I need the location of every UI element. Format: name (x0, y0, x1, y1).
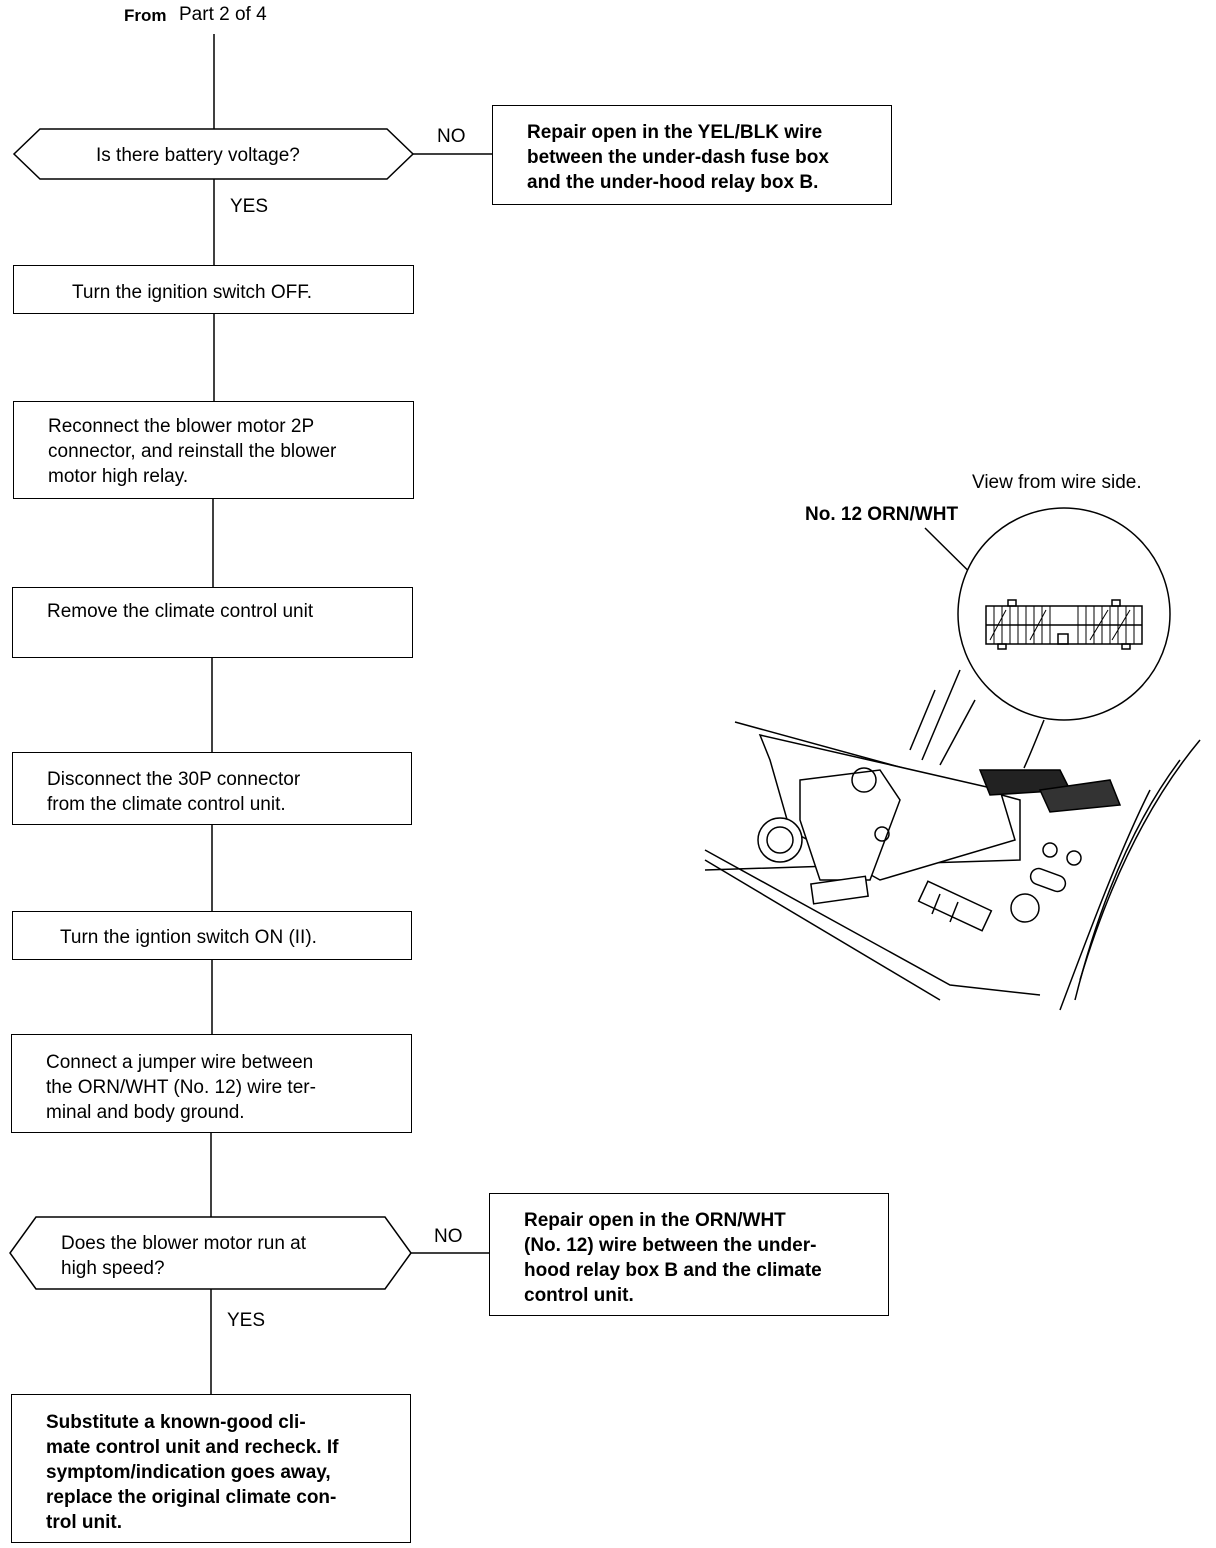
step-box-5: Turn the igntion switch ON (II). (12, 911, 412, 960)
step-box-1: Turn the ignition switch OFF. (13, 265, 414, 314)
no-label-1: NO (437, 126, 466, 147)
step-text-4: Disconnect the 30P connector from the cl… (47, 769, 301, 815)
view-label: View from wire side. (972, 472, 1142, 493)
yes-label-2: YES (227, 1310, 266, 1331)
from-label: From (124, 6, 167, 25)
step-text-5: Turn the igntion switch ON (II). (60, 927, 317, 948)
decision-2-text: Does the blower motor run at high speed? (61, 1233, 307, 1279)
decision-1-text: Is there battery voltage? (96, 145, 300, 166)
step-text-1: Turn the ignition switch OFF. (72, 282, 313, 303)
terminal-label: No. 12 ORN/WHT (805, 504, 959, 525)
step-text-6: Connect a jumper wire between the ORN/WH… (46, 1052, 316, 1123)
step-box-4: Disconnect the 30P connector from the cl… (12, 752, 412, 825)
repair-box-1: Repair open in the YEL/BLK wire between … (492, 105, 892, 205)
repair-box-2: Repair open in the ORN/WHT (No. 12) wire… (489, 1193, 889, 1316)
decision-diamond-2 (9, 1216, 412, 1290)
step-box-6: Connect a jumper wire between the ORN/WH… (11, 1034, 412, 1133)
decision-diamond-1 (12, 128, 415, 180)
step-box-2: Reconnect the blower motor 2P connector,… (13, 401, 414, 499)
yes-label-1: YES (230, 196, 269, 217)
repair-text-2: Repair open in the ORN/WHT (No. 12) wire… (524, 1210, 822, 1306)
step-box-3: Remove the climate control unit (12, 587, 413, 658)
final-text: Substitute a known-good cli- mate contro… (46, 1412, 339, 1533)
repair-text-1: Repair open in the YEL/BLK wire between … (527, 122, 829, 193)
no-label-2: NO (434, 1226, 463, 1247)
final-box: Substitute a known-good cli- mate contro… (11, 1394, 411, 1543)
step-text-2: Reconnect the blower motor 2P connector,… (48, 416, 337, 487)
from-reference: Part 2 of 4 (179, 4, 267, 25)
step-text-3: Remove the climate control unit (47, 601, 314, 622)
magnifier-circle (957, 507, 1171, 721)
